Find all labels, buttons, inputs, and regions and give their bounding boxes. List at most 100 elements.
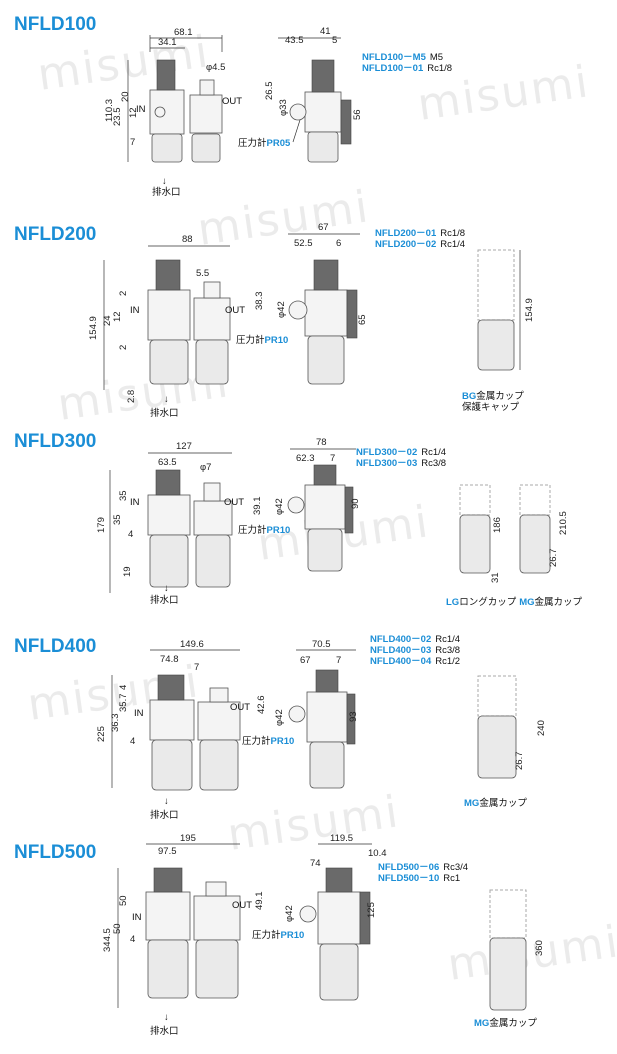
side-knob xyxy=(325,867,353,893)
dim-side6: 125 xyxy=(366,902,377,918)
regulator-knob xyxy=(157,674,185,701)
drain-label: 排水口 xyxy=(150,407,179,419)
out-label: OUT xyxy=(225,305,245,316)
section-nfld300: NFLD300 127 63.5 φ7 179 35 35 4 19 IN OU… xyxy=(0,425,617,630)
filter-bowl xyxy=(151,133,183,163)
section-nfld500: NFLD500 195 97.5 344.5 50 50 4 IN OUT 排水… xyxy=(0,830,617,1054)
dim-side2: 67 xyxy=(300,655,311,666)
gauge-label: 圧力計PR10 xyxy=(252,929,304,941)
dim-h5: 7 xyxy=(130,137,135,148)
lubricator-bowl xyxy=(195,939,239,999)
drain-label: 排水口 xyxy=(150,1025,179,1037)
cup-outline xyxy=(489,889,527,939)
dim-cup-bottom: 26.7 xyxy=(514,752,525,771)
pressure-gauge xyxy=(299,905,317,923)
lubricator-cap xyxy=(203,482,221,502)
dim-side4: 26.5 xyxy=(264,82,275,101)
dim-h3: 12 xyxy=(112,311,123,322)
metal-cup xyxy=(519,514,551,574)
side-bracket xyxy=(359,891,371,945)
dimension-drawing: 68.1 34.1 φ4.5 110.3 20 23.5 12 7 IN OUT… xyxy=(104,26,452,198)
drain-label: 排水口 xyxy=(150,809,179,821)
drain-arrow-icon: ↓ xyxy=(162,176,167,187)
cup-caption: BG金属カップ xyxy=(462,390,524,402)
model-title: NFLD300 xyxy=(14,431,97,452)
dim-side3: 7 xyxy=(330,453,335,464)
dim-side1: 70.5 xyxy=(312,639,331,650)
out-label: OUT xyxy=(230,702,250,713)
gauge-port xyxy=(154,106,166,118)
lubricator-bowl xyxy=(191,133,221,163)
metal-cup xyxy=(477,319,515,371)
dim-height: 344.5 xyxy=(102,928,113,952)
dim-height: 225 xyxy=(96,726,107,742)
lubricator-bowl xyxy=(199,739,239,791)
dim-cup2: 210.5 xyxy=(558,511,569,535)
dim-h2: 50 xyxy=(118,895,129,906)
long-cup xyxy=(459,514,491,574)
regulator-knob xyxy=(153,867,183,893)
lubricator-bowl xyxy=(195,534,231,588)
lubricator-bowl xyxy=(195,339,229,385)
side-knob xyxy=(313,464,337,486)
out-label: OUT xyxy=(224,497,244,508)
dim-height: 110.3 xyxy=(104,99,115,122)
dim-side1: 43.5 xyxy=(285,35,304,46)
lubricator-cap xyxy=(209,687,229,703)
dimension-drawing: 127 63.5 φ7 179 35 35 4 19 IN OUT 排水口 ↓ … xyxy=(96,437,583,608)
dim-phi: φ4.5 xyxy=(206,62,225,73)
dim-h5: 2 xyxy=(118,345,129,350)
dim-h4: 4 xyxy=(130,934,135,945)
side-body xyxy=(317,891,361,945)
section-nfld400: NFLD400 149.6 74.8 7 225 35.7 36.3 4 4 I… xyxy=(0,630,617,830)
dim-h4: 12 xyxy=(128,107,139,118)
model-title: NFLD400 xyxy=(14,636,97,657)
gauge-label: 圧力計PR10 xyxy=(238,524,290,536)
dimension-drawing: 149.6 74.8 7 225 35.7 36.3 4 4 IN OUT 排水… xyxy=(96,634,547,821)
in-label: IN xyxy=(130,497,140,508)
side-bowl xyxy=(309,741,345,789)
in-label: IN xyxy=(136,104,146,115)
drain-arrow-icon: ↓ xyxy=(164,796,169,807)
dim-side3: 5 xyxy=(332,35,337,46)
dim-side5: φ42 xyxy=(274,709,285,726)
dim-side6: 93 xyxy=(348,711,359,722)
dim-side2: 52.5 xyxy=(294,238,313,249)
dim-cup: 240 xyxy=(536,720,547,736)
cup-outline xyxy=(477,675,517,717)
dim-h2: 2 xyxy=(118,291,129,296)
model-title: NFLD500 xyxy=(14,842,97,863)
dim-side2: 41 xyxy=(320,26,331,37)
side-bracket xyxy=(340,99,352,145)
regulator-body xyxy=(147,289,191,341)
regulator-knob xyxy=(155,469,181,496)
dim-width: 195 xyxy=(180,833,196,844)
dim-side5: φ42 xyxy=(274,498,285,515)
dim-cup2-bottom: 26.7 xyxy=(548,549,559,568)
side-body xyxy=(304,484,346,530)
drain-arrow-icon: ↓ xyxy=(164,583,169,594)
dim-side6: 56 xyxy=(352,109,363,120)
dim-side3: 10.4 xyxy=(368,848,387,859)
dim-cup: 360 xyxy=(534,940,545,956)
dim-height: 154.9 xyxy=(88,316,99,340)
dim-h4: 24 xyxy=(102,315,113,326)
filter-bowl xyxy=(149,339,189,385)
dim-side2: 62.3 xyxy=(296,453,315,464)
lubricator-cap xyxy=(203,281,221,299)
side-body xyxy=(304,91,342,133)
dim-side6: 65 xyxy=(357,314,368,325)
section-nfld200: NFLD200 88 5.5 154.9 2 12 24 2 2.8 IN OU… xyxy=(0,210,617,425)
dim-w3: 7 xyxy=(194,662,199,673)
dim-h3: 50 xyxy=(112,923,123,934)
side-bowl xyxy=(307,335,345,385)
dim-h5: 4 xyxy=(130,736,135,747)
